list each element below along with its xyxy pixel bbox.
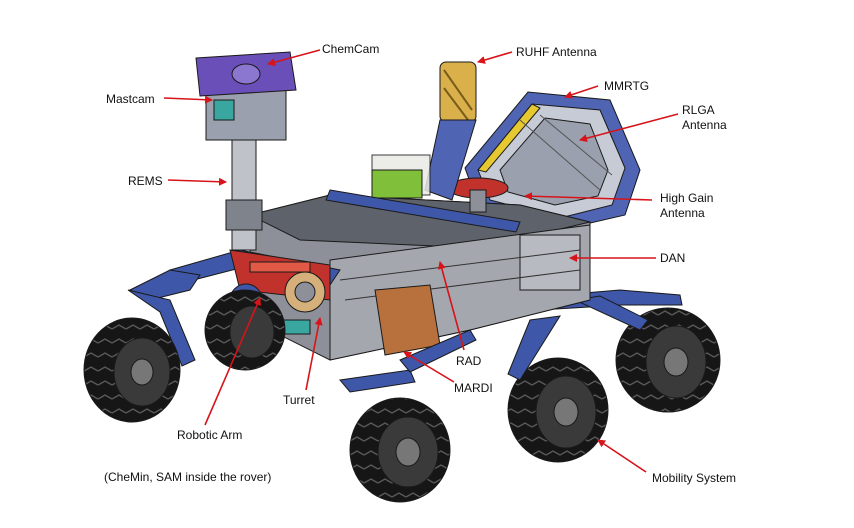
footnote: (CheMin, SAM inside the rover) <box>104 470 272 484</box>
arrow-rlga <box>579 113 679 143</box>
rover-illustration <box>83 51 721 503</box>
arrow-rems <box>167 177 227 186</box>
arrow-mmrtg <box>564 85 599 99</box>
label-turret: Turret <box>283 393 315 407</box>
arrow-mastcam <box>163 95 213 104</box>
label-dan: DAN <box>660 251 686 265</box>
callout-arrows <box>163 49 679 473</box>
label-ruhf-antenna: RUHF Antenna <box>516 45 597 59</box>
label-mastcam: Mastcam <box>106 92 155 106</box>
wheel-rear-left <box>349 397 451 503</box>
sample-inlet-box <box>371 154 431 199</box>
label-rad: RAD <box>456 354 482 368</box>
high-gain-antenna-dish <box>447 177 509 213</box>
label-rlga-line1: RLGA <box>682 103 715 117</box>
label-mmrtg: MMRTG <box>604 79 650 93</box>
wheel-front-left <box>83 317 181 423</box>
label-chemcam: ChemCam <box>322 42 380 56</box>
label-rems: REMS <box>128 174 163 188</box>
label-hga-line1: High Gain <box>660 191 714 205</box>
arrow-hga <box>524 192 653 201</box>
mmrtg-housing <box>464 91 641 231</box>
arrow-robotic-arm <box>204 297 261 426</box>
arrow-chemcam <box>267 49 321 67</box>
arrow-mobility <box>597 439 647 473</box>
label-mobility-system: Mobility System <box>652 471 737 485</box>
arrow-mardi <box>403 351 455 383</box>
wheel-middle-right <box>507 357 609 463</box>
label-robotic-arm: Robotic Arm <box>177 428 243 442</box>
arrow-rad <box>437 261 465 351</box>
front-panel <box>374 284 441 356</box>
arrow-ruhf <box>477 51 513 64</box>
wheel-middle-left <box>204 289 286 371</box>
label-mardi: MARDI <box>454 381 493 395</box>
label-high-gain-antenna: High Gain Antenna <box>660 191 720 221</box>
label-rlga-antenna: RLGA Antenna <box>682 103 742 133</box>
label-hga-line2: Antenna <box>660 206 705 220</box>
ruhf-antenna <box>424 61 477 201</box>
arrow-turret <box>305 317 323 391</box>
wheel-rear-right <box>615 307 721 413</box>
robotic-arm-illustration <box>169 249 341 335</box>
label-rlga-line2: Antenna <box>682 118 727 132</box>
deck-boom <box>325 189 521 233</box>
